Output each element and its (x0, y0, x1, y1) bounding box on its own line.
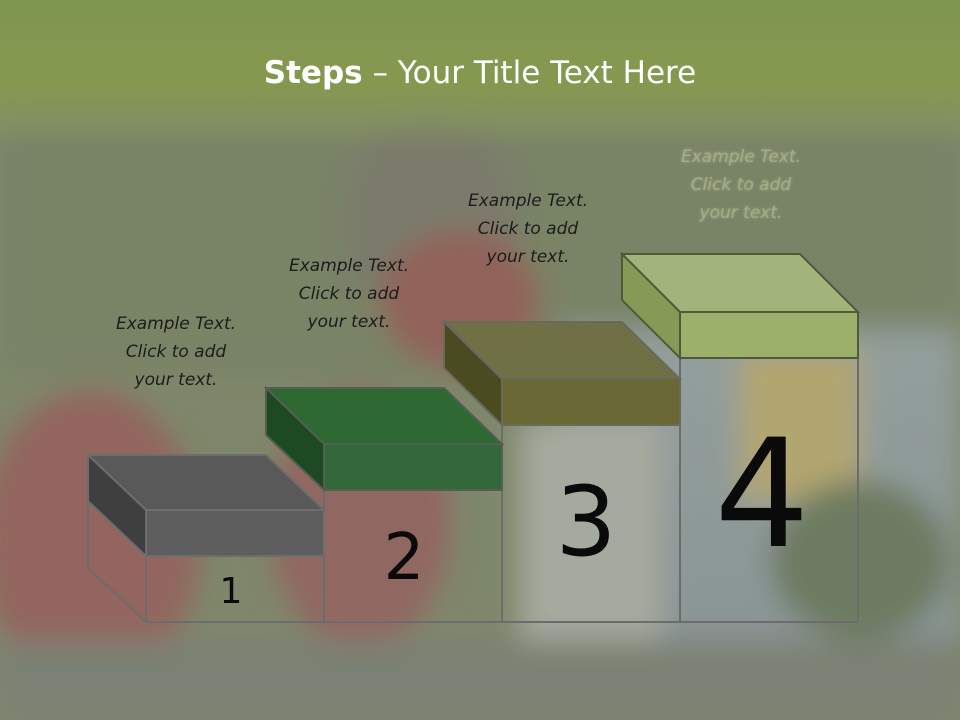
step-3-block-front (501, 378, 681, 426)
step-4-caption[interactable]: Example Text. Click to add your text. (651, 143, 831, 227)
title-bold: Steps (263, 55, 363, 91)
step-4-block-front (679, 311, 859, 359)
step-1-caption-line-3: your text. (134, 370, 218, 390)
step-2-caption-line-3: your text. (307, 312, 391, 332)
step-3-caption-line-1: Example Text. (467, 191, 589, 211)
title-band (0, 0, 960, 150)
step-2-caption-line-1: Example Text. (288, 256, 410, 276)
step-1-number: 1 (219, 571, 243, 612)
step-3-caption-line-3: your text. (486, 247, 570, 267)
step-1-caption-line-2: Click to add (125, 342, 227, 362)
step-3-caption[interactable]: Example Text. Click to add your text. (438, 187, 618, 271)
step-2-caption-line-2: Click to add (298, 284, 400, 304)
step-4-caption-line-3: your text. (699, 203, 783, 223)
step-1-block-front (145, 509, 325, 557)
step-4-caption-line-1: Example Text. (680, 147, 802, 167)
step-4-number: 4 (714, 408, 810, 582)
step-2-number: 2 (383, 521, 425, 595)
step-2-block[interactable] (263, 385, 505, 493)
step-3-block[interactable] (441, 319, 683, 428)
step-1-caption[interactable]: Example Text. Click to add your text. (86, 310, 266, 394)
step-3-number: 3 (555, 466, 617, 578)
step-4-caption-line-2: Click to add (690, 175, 792, 195)
step-1-caption-line-1: Example Text. (115, 314, 237, 334)
step-4-block[interactable] (619, 251, 861, 361)
step-2-block-front (323, 443, 503, 491)
title-rest: – Your Title Text Here (362, 55, 697, 91)
step-3-caption-line-2: Click to add (477, 219, 579, 239)
step-1-block[interactable] (85, 452, 327, 559)
slide-title[interactable]: Steps – Your Title Text Here (0, 55, 960, 91)
step-2-caption[interactable]: Example Text. Click to add your text. (259, 252, 439, 336)
